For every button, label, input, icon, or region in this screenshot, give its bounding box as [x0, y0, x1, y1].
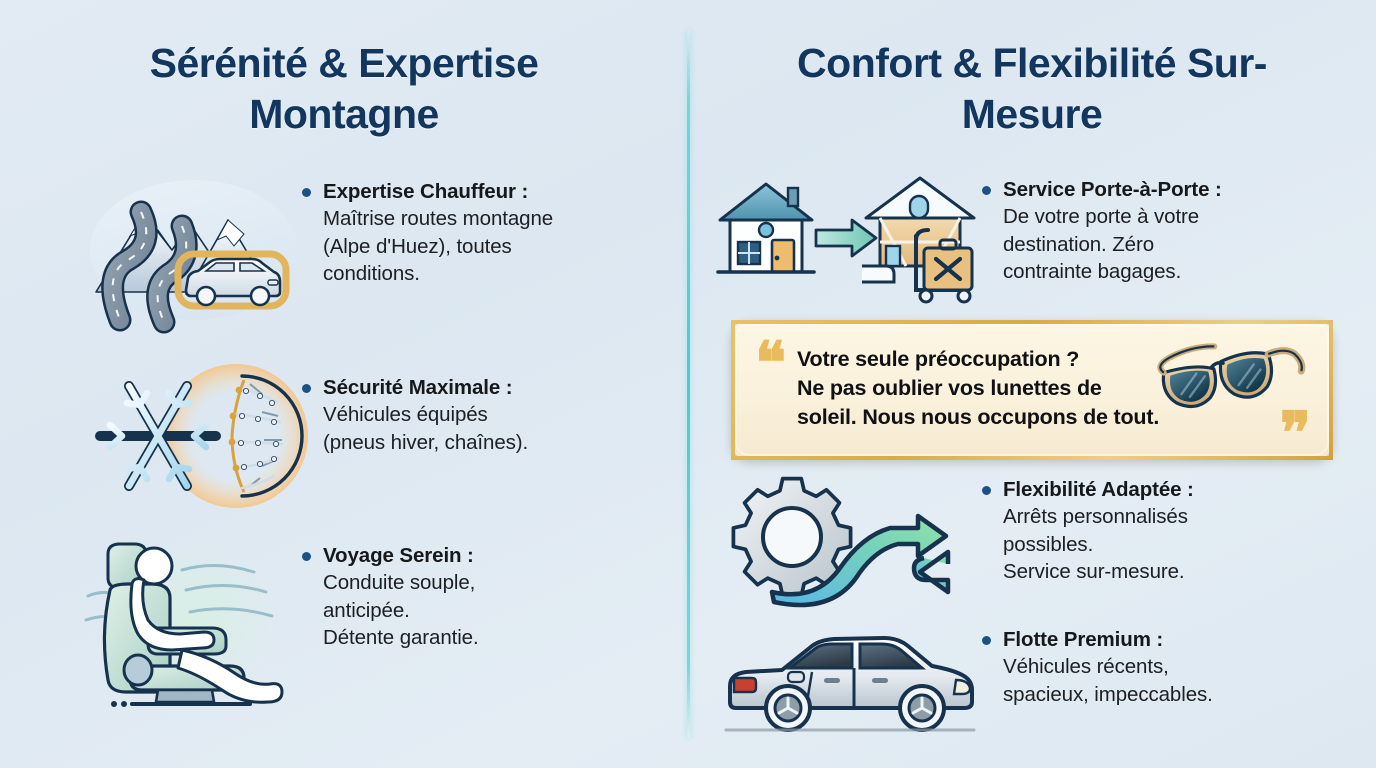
- feature-body: De votre porte à votre destination. Zéro…: [1003, 205, 1200, 284]
- house-to-chalet-luggage-icon: [712, 168, 982, 308]
- feature-heading: Expertise Chauffeur :: [323, 180, 529, 203]
- relaxed-passenger-seat-icon: [84, 528, 302, 718]
- gear-flexible-arrows-icon: [712, 472, 982, 612]
- right-panel: Confort & Flexibilité Sur-Mesure: [688, 0, 1376, 768]
- right-feature-text-1: Service Porte-à-Porte : De votre porte à…: [982, 168, 1372, 286]
- bullet-dot: [302, 552, 311, 561]
- feature-body: Véhicules récents, spacieux, impeccables…: [1003, 655, 1213, 706]
- left-panel: Sérénité & Expertise Montagne: [84, 40, 666, 718]
- premium-sedan-car-icon: [712, 618, 982, 738]
- right-feature-row-1: Service Porte-à-Porte : De votre porte à…: [712, 168, 1372, 308]
- feature-heading: Flexibilité Adaptée :: [1003, 478, 1194, 501]
- left-feature-row-2: Sécurité Maximale : Véhicules équipés (p…: [86, 360, 666, 510]
- feature-body: Véhicules équipés (pneus hiver, chaînes)…: [323, 403, 529, 454]
- bullet-dot: [302, 188, 311, 197]
- right-feature-text-3: Flotte Premium : Véhicules récents, spac…: [982, 618, 1372, 708]
- bullet-dot: [302, 384, 311, 393]
- left-panel-title: Sérénité & Expertise Montagne: [149, 40, 539, 137]
- right-feature-row-3: Flotte Premium : Véhicules récents, spac…: [712, 618, 1372, 738]
- quote-close-mark: ❞: [1279, 399, 1311, 467]
- panel-divider: [687, 30, 690, 738]
- left-feature-row-3: Voyage Serein : Conduite souple, anticip…: [84, 528, 666, 718]
- bullet-dot: [982, 486, 991, 495]
- quote-open-mark: ❝: [755, 329, 787, 397]
- snowflake-snow-chain-tire-icon: [86, 360, 308, 510]
- feature-heading: Flotte Premium :: [1003, 628, 1164, 651]
- mountain-road-car-icon: [86, 172, 302, 334]
- right-feature-row-2: Flexibilité Adaptée : Arrêts personnalis…: [712, 472, 1372, 612]
- feature-body: Conduite souple, anticipée. Détente gara…: [323, 571, 479, 650]
- bullet-dot: [982, 636, 991, 645]
- feature-body: Maîtrise routes montagne (Alpe d'Huez), …: [323, 207, 554, 286]
- feature-heading: Sécurité Maximale :: [323, 376, 513, 399]
- quote-text: Votre seule préoccupation ? Ne pas oubli…: [797, 347, 1160, 430]
- left-feature-text-2: Sécurité Maximale : Véhicules équipés (p…: [302, 360, 666, 456]
- feature-heading: Voyage Serein :: [323, 544, 474, 567]
- left-feature-text-3: Voyage Serein : Conduite souple, anticip…: [302, 528, 666, 652]
- left-feature-text-1: Expertise Chauffeur : Maîtrise routes mo…: [302, 172, 666, 288]
- bullet-dot: [982, 186, 991, 195]
- right-feature-text-2: Flexibilité Adaptée : Arrêts personnalis…: [982, 472, 1372, 586]
- sunglasses-icon: [1157, 336, 1307, 414]
- right-panel-title: Confort & Flexibilité Sur-Mesure: [797, 40, 1267, 137]
- quote-callout: ❝ Votre seule préoccupation ? Ne pas oub…: [731, 320, 1333, 467]
- feature-heading: Service Porte-à-Porte :: [1003, 178, 1222, 201]
- left-feature-row-1: Expertise Chauffeur : Maîtrise routes mo…: [86, 172, 666, 334]
- feature-body: Arrêts personnalisés possibles. Service …: [1003, 505, 1188, 584]
